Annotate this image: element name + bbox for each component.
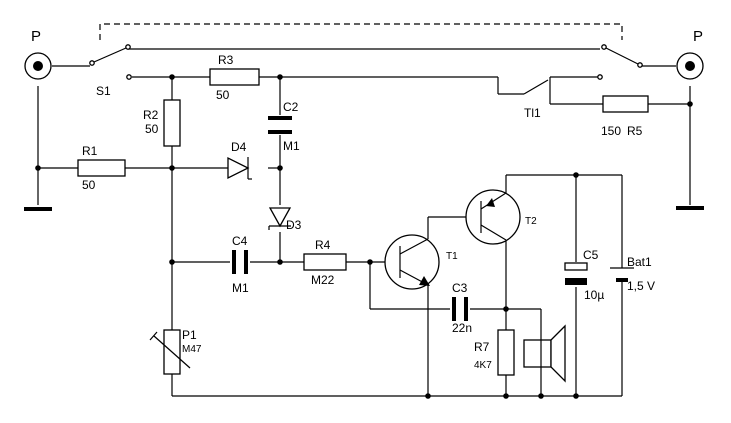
diode-d3-label: D3 [286, 218, 302, 232]
potentiometer-name: P1 [182, 328, 197, 342]
resistor-r7-name: R7 [474, 340, 490, 354]
resistor-r5-name: R5 [627, 124, 643, 138]
resistor-r3-name: R3 [218, 53, 234, 67]
resistor-r2-value: 50 [145, 122, 159, 136]
capacitor-c4: C4 M1 [232, 234, 249, 295]
transistor-t1-label: T1 [446, 251, 458, 262]
battery-name: Bat1 [627, 255, 652, 269]
relay-contact-label: Tl1 [524, 106, 541, 120]
capacitor-c2: C2 M1 [268, 100, 300, 153]
battery-bat1: Bat1 1,5 V [610, 255, 655, 293]
diode-d4: D4 [227, 140, 252, 180]
potentiometer-value: M47 [182, 344, 202, 355]
switch-s1: S1 [89, 44, 643, 98]
capacitor-c5: C5 10µ [564, 248, 604, 302]
capacitor-c3-name: C3 [452, 281, 468, 295]
resistor-r3: R3 50 [209, 53, 260, 102]
speaker-icon [523, 324, 566, 383]
battery-value: 1,5 V [627, 279, 655, 293]
connector-left-label: P [31, 28, 41, 45]
resistor-r4-name: R4 [315, 238, 331, 252]
transistor-t2-label: T2 [525, 216, 537, 227]
resistor-r2: R2 50 [143, 99, 181, 147]
transistor-t2: T2 [465, 189, 537, 245]
switch-s1-label: S1 [96, 84, 111, 98]
wires [37, 48, 691, 397]
resistor-r7-value: 4K7 [474, 360, 492, 371]
resistor-r5: 150 R5 [601, 95, 649, 138]
capacitor-c5-name: C5 [583, 248, 599, 262]
capacitor-c4-name: C4 [232, 234, 248, 248]
connector-right-label: P [693, 28, 703, 45]
resistor-r5-value: 150 [601, 124, 621, 138]
capacitor-c2-value: M1 [283, 139, 300, 153]
capacitor-c3-value: 22n [452, 321, 472, 335]
resistor-r1-value: 50 [82, 178, 96, 192]
potentiometer-p1: P1 M47 [149, 328, 202, 375]
resistor-r3-value: 50 [216, 88, 230, 102]
resistor-r4-value: M22 [311, 273, 335, 287]
diode-d4-label: D4 [231, 140, 247, 154]
connector-left: P [24, 28, 52, 80]
connector-right: P [676, 28, 704, 80]
resistor-r7: R7 4K7 [474, 329, 515, 376]
diode-d3: D3 [268, 207, 302, 232]
capacitor-c2-name: C2 [283, 100, 299, 114]
mechanical-link [99, 23, 623, 40]
capacitor-c3: C3 22n [452, 281, 472, 335]
transistor-t1: T1 [384, 234, 458, 290]
capacitor-c4-value: M1 [232, 281, 249, 295]
resistor-r2-name: R2 [143, 108, 159, 122]
relay-contact-tl1: Tl1 [523, 74, 603, 120]
resistor-r1: R1 50 [77, 144, 126, 192]
resistor-r1-name: R1 [82, 144, 98, 158]
resistor-r4: R4 M22 [303, 238, 347, 287]
capacitor-c5-value: 10µ [584, 288, 604, 302]
junction-dots [35, 74, 693, 399]
